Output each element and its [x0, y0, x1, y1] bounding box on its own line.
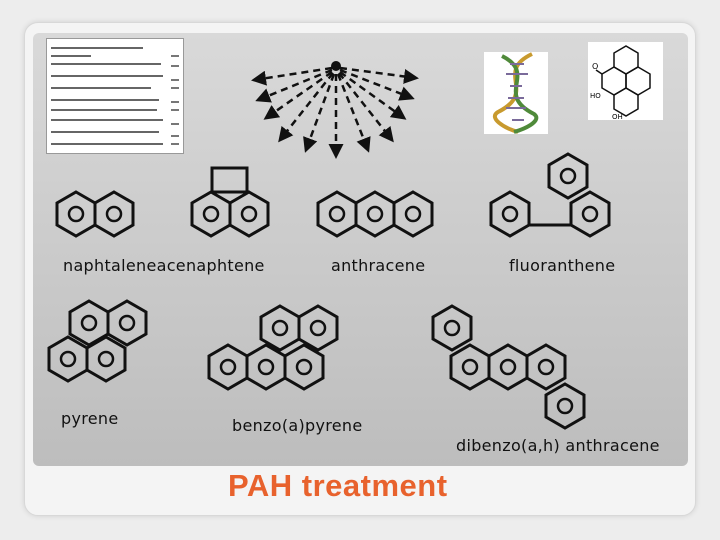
- pyrene-label: pyrene: [61, 409, 119, 428]
- svg-text:OH: OH: [612, 113, 623, 120]
- dibenzo-a-h-anthracene-structure: [431, 304, 586, 430]
- fluoranthene-label: fluoranthene: [509, 256, 616, 275]
- arrow-3: [263, 70, 333, 120]
- svg-text:HO: HO: [590, 92, 601, 100]
- source-dot: [331, 61, 341, 71]
- fluoranthene-structure: [489, 152, 611, 238]
- arrow-8: [338, 72, 394, 143]
- arrow-11: [339, 66, 419, 84]
- arrow-7: [336, 73, 371, 153]
- arrow-2: [255, 68, 333, 103]
- naphthalene-acenaphtene-label: naphtaleneacenaphtene: [63, 256, 265, 275]
- anthracene-label: anthracene: [331, 256, 426, 275]
- acenaphtene-structure: [190, 166, 270, 238]
- arrow-4: [278, 72, 334, 143]
- arrow-10: [339, 68, 415, 101]
- arrow-5: [303, 73, 336, 153]
- benzo-a-pyrene-label: benzo(a)pyrene: [232, 416, 363, 435]
- arrow-9: [339, 70, 407, 120]
- metabolite-structure-image: O HO OH: [588, 42, 663, 120]
- dibenzo-a-h-anthracene-label: dibenzo(a,h) anthracene: [456, 436, 660, 455]
- pyrene-structure: [47, 299, 148, 383]
- arrow-1: [251, 66, 333, 86]
- dna-helix-image: [484, 52, 548, 134]
- naphthalene-structure: [55, 190, 135, 238]
- slide-title: PAH treatment: [228, 468, 448, 503]
- svg-text:O: O: [592, 62, 598, 71]
- reaction-equations-image: [46, 38, 184, 154]
- benzo-a-pyrene-structure: [207, 304, 339, 391]
- reaction-arrows: [251, 61, 419, 159]
- anthracene-structure: [316, 190, 434, 238]
